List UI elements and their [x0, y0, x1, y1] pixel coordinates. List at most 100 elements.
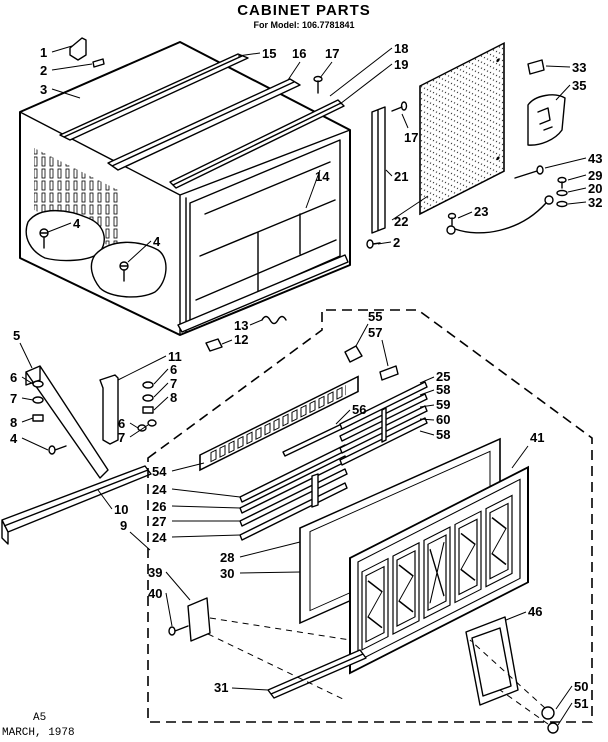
callout-label: 21 [394, 169, 408, 184]
callout-label: 26 [152, 499, 166, 514]
callout-label: 17 [404, 130, 418, 145]
callout-label: 56 [352, 402, 366, 417]
plate-39 [187, 597, 211, 642]
nut-8 [142, 406, 154, 414]
callout-label: 35 [572, 78, 586, 93]
grille-bars-24-27 [239, 444, 348, 541]
callout-label: 59 [436, 397, 450, 412]
nut-8 [32, 414, 44, 422]
callout-label: 7 [118, 430, 125, 445]
assembly-boundary [147, 309, 593, 723]
publication-date: MARCH, 1978 [2, 727, 75, 739]
washer-20 [556, 189, 568, 197]
cabinet-edges [19, 111, 351, 336]
screw-2-icon [92, 58, 105, 68]
callout-label: 24 [152, 482, 167, 497]
knob-50 [541, 706, 555, 720]
callout-label: 39 [148, 565, 162, 580]
callout-label: 4 [10, 431, 18, 446]
callout-label: 6 [118, 416, 125, 431]
cabinet-front-opening [189, 139, 341, 323]
callout-label: 2 [40, 63, 47, 78]
grille-assembly [168, 345, 559, 734]
small-parts-right [366, 59, 568, 249]
callout-label: 9 [120, 518, 127, 533]
panel-46-inner [471, 627, 512, 697]
callout-label: 50 [574, 679, 588, 694]
callout-label: 5 [13, 328, 20, 343]
callout-label: 41 [530, 430, 544, 445]
callout-label: 20 [588, 181, 602, 196]
screw-29-icon [557, 176, 567, 189]
washer-7 [32, 396, 44, 404]
block-12 [205, 338, 223, 352]
screw-43-icon [514, 165, 544, 179]
screw-icon [39, 228, 49, 249]
page-title: CABINET PARTS [237, 2, 371, 19]
callout-label: 58 [436, 382, 450, 397]
rail-18-19 [169, 99, 345, 189]
clip-55 [344, 345, 363, 363]
callout-label: 8 [10, 415, 17, 430]
rail-bottom [177, 254, 349, 333]
page-code: A5 [33, 712, 46, 724]
bracket-11 [99, 374, 119, 445]
callout-label: 7 [170, 376, 177, 391]
wire-lug [446, 225, 456, 235]
callout-label: 58 [436, 427, 450, 442]
callout-label: 10 [114, 502, 128, 517]
wire-lug [544, 195, 554, 205]
cutaway-right [90, 241, 167, 298]
spring-clip-13 [261, 315, 287, 325]
callout-label: 28 [220, 550, 234, 565]
screw-17-icon [391, 101, 408, 112]
callout-label: 60 [436, 412, 450, 427]
callout-label: 23 [474, 204, 488, 219]
callout-label: 22 [394, 214, 408, 229]
rail-15 [59, 53, 249, 141]
screw-2-lower-icon [366, 239, 381, 249]
callout-labels: 1 2 3 15 16 17 18 19 33 35 17 14 21 22 2… [10, 41, 602, 711]
screw-17-icon [313, 75, 323, 94]
callout-label: 32 [588, 195, 602, 210]
callout-label: 1 [40, 45, 47, 60]
washer-6 [32, 380, 44, 388]
leader-lines [19, 45, 587, 726]
callout-label: 43 [588, 151, 602, 166]
washer-6 [137, 424, 147, 432]
callout-label: 16 [292, 46, 306, 61]
callout-label: 6 [170, 362, 177, 377]
callout-label: 33 [572, 60, 586, 75]
washer-7 [142, 394, 154, 402]
rail-16 [107, 78, 301, 171]
callout-label: 31 [214, 680, 228, 695]
top-rails [59, 37, 408, 333]
screw-icon [119, 261, 129, 282]
callout-label: 11 [168, 349, 182, 364]
bracket-35-detail [537, 107, 553, 131]
callout-label: 2 [393, 235, 400, 250]
washer-32 [556, 200, 568, 208]
callout-label: 57 [368, 325, 382, 340]
callout-label: 19 [394, 57, 408, 72]
bar-31 [267, 649, 367, 699]
ground-wire-23 [454, 202, 547, 234]
support-brackets [1, 365, 157, 545]
callout-label: 54 [152, 464, 167, 479]
washer-7 [147, 419, 157, 427]
bracket-35 [527, 94, 566, 146]
callout-label: 18 [394, 41, 408, 56]
callout-label: 51 [574, 696, 588, 711]
callout-label: 7 [10, 391, 17, 406]
callout-label: 4 [73, 216, 81, 231]
callout-label: 27 [152, 514, 166, 529]
screw-40-icon [168, 625, 189, 636]
callout-label: 14 [315, 169, 330, 184]
model-subtitle: For Model: 106.7781841 [253, 20, 354, 30]
washer-6 [142, 381, 154, 389]
callout-label: 30 [220, 566, 234, 581]
screw-4-icon [48, 445, 67, 455]
panel-46 [465, 616, 519, 706]
bracket-1 [69, 37, 87, 61]
